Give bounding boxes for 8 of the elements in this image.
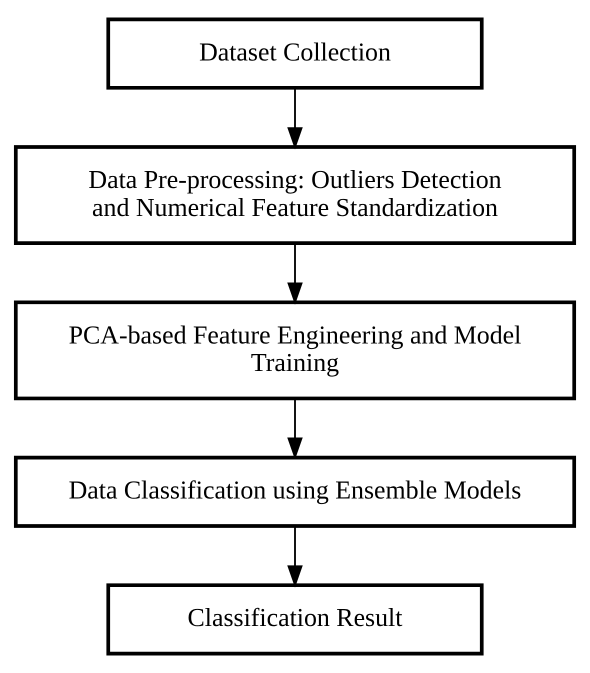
node-box: Data Classification using Ensemble Models <box>14 456 576 528</box>
arrow <box>287 526 303 588</box>
node-box: Classification Result <box>106 583 484 656</box>
arrow <box>287 243 303 305</box>
arrow <box>287 88 303 150</box>
node-box: Dataset Collection <box>106 18 484 90</box>
node-box: PCA-based Feature Engineering and Model Training <box>14 300 576 400</box>
node-box: Data Pre-processing: Outliers Detection and Numerical Feature Standardization <box>14 145 576 245</box>
